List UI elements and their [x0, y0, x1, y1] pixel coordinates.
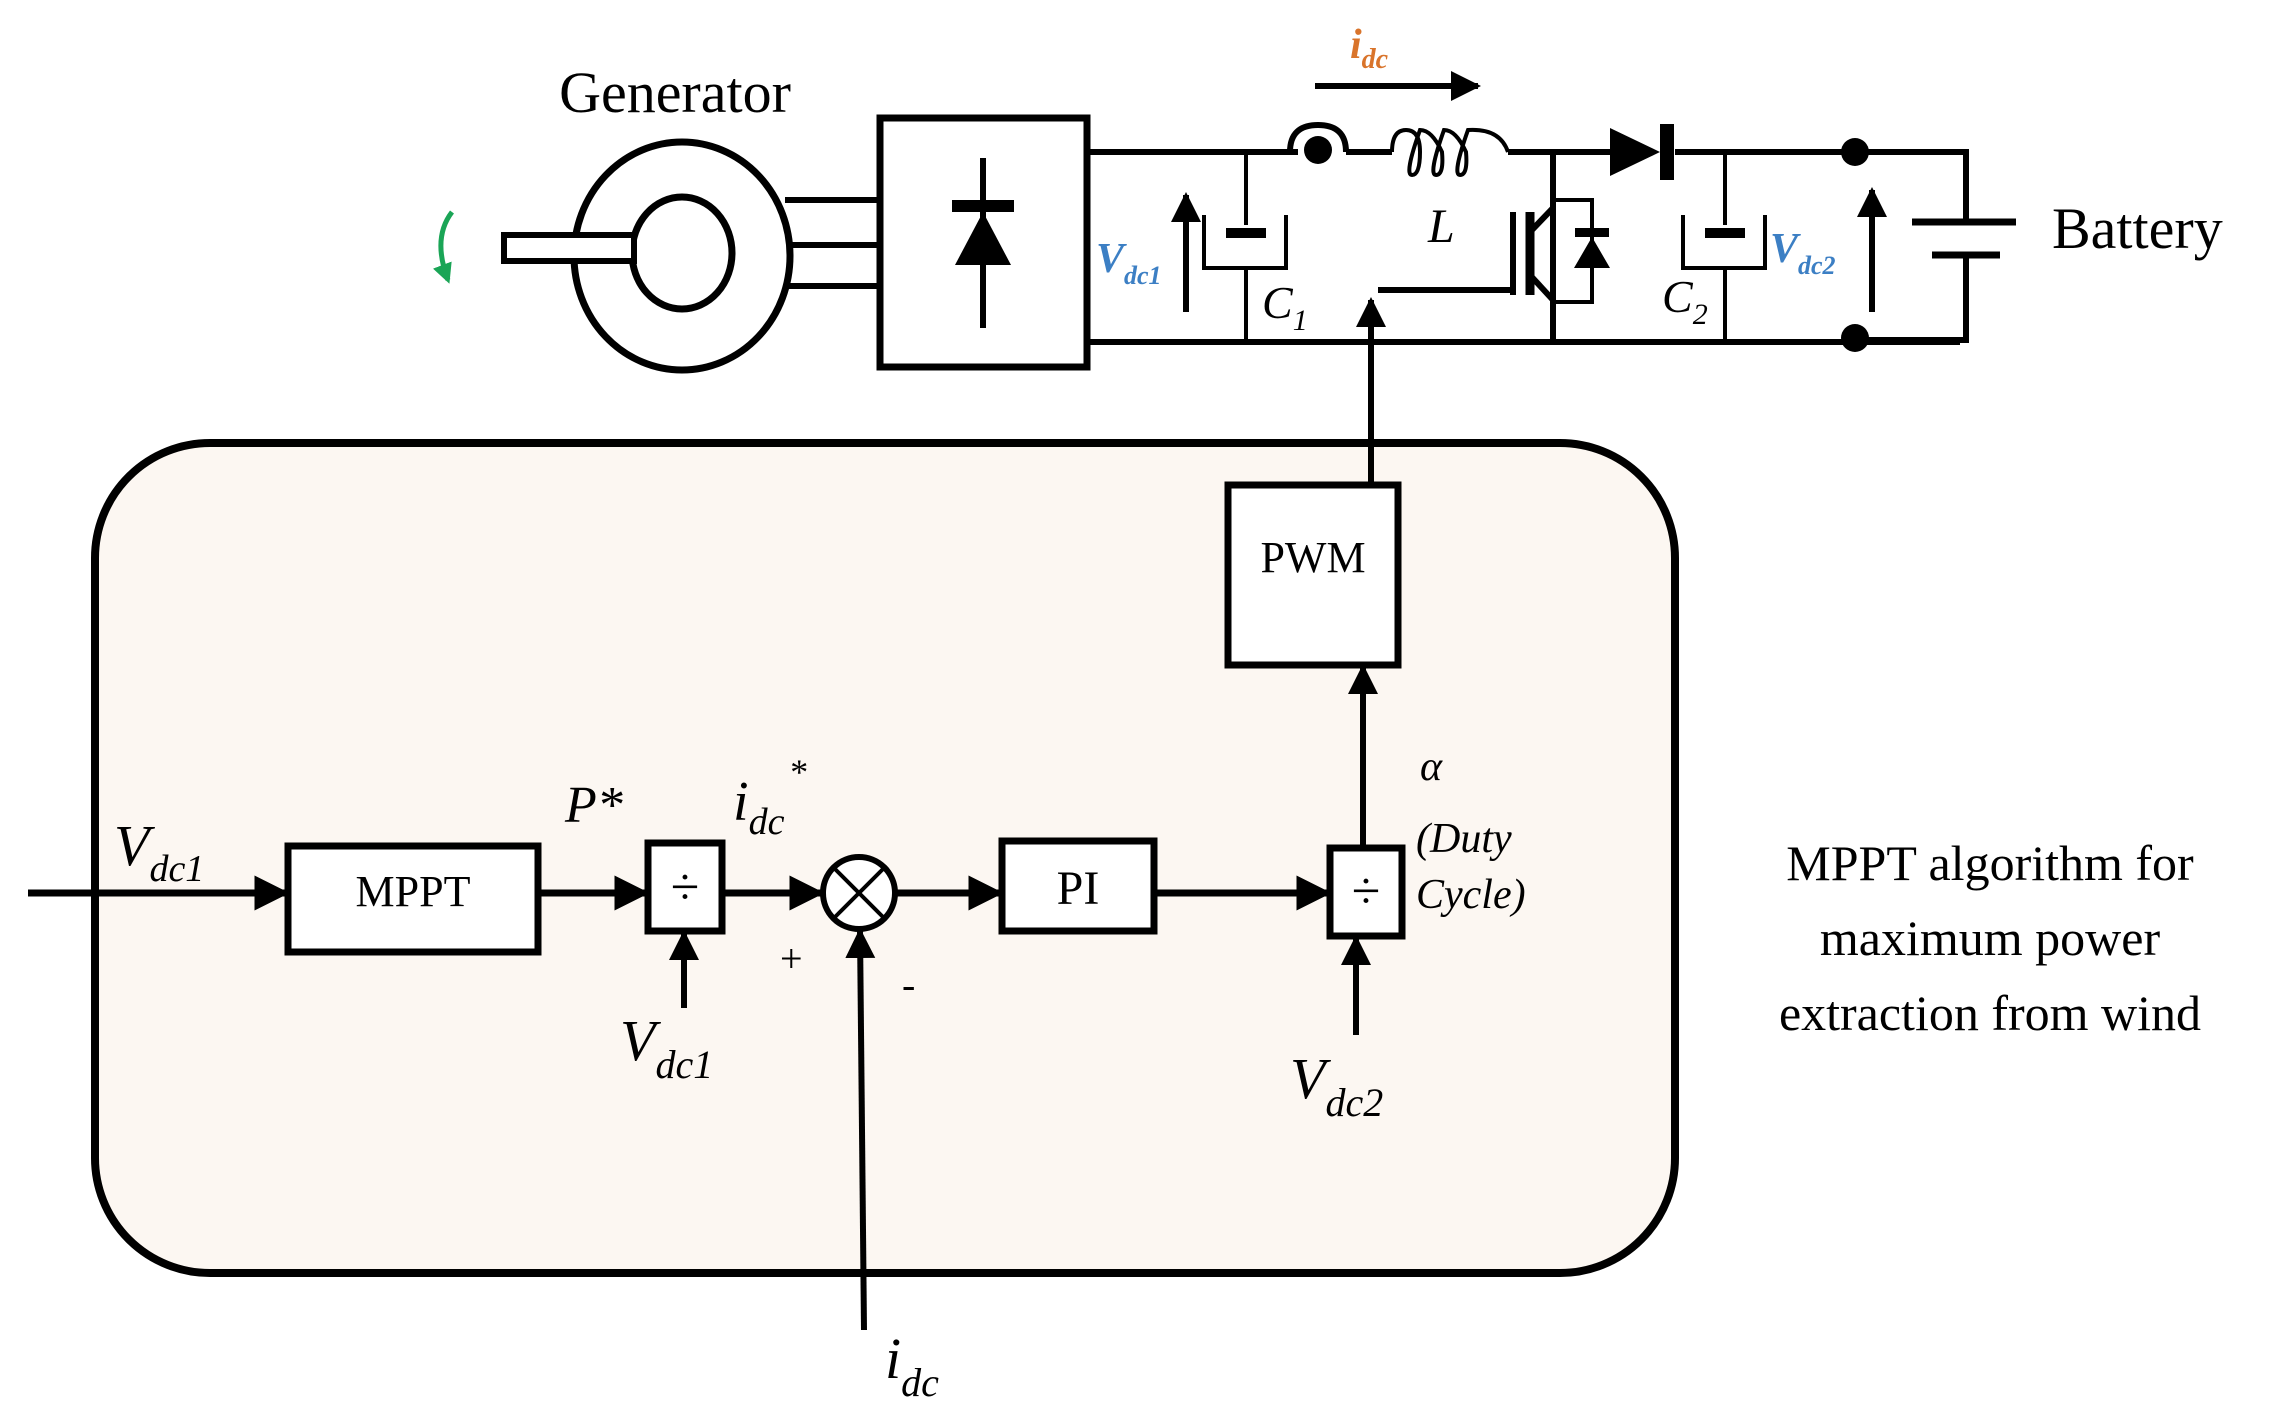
input-vdc1-label: Vdc1 [114, 813, 204, 890]
c2-label: C2 [1662, 271, 1708, 331]
duty-cycle-line1: (Duty [1416, 816, 1512, 862]
capacitor-c1: C1 [1202, 152, 1308, 342]
rectifier [876, 114, 1091, 371]
idc-ref-label: idc* [733, 752, 806, 843]
c1-label: C1 [1262, 277, 1308, 337]
feedback-idc-label: idc [885, 1326, 939, 1405]
divider-2-symbol: ÷ [1352, 863, 1381, 920]
pi-label: PI [1057, 862, 1100, 915]
minus-sign: - [902, 962, 915, 1007]
vdc2-label: Vdc2 [1770, 226, 1836, 280]
vdc1-label: Vdc1 [1096, 236, 1162, 290]
p-star-label: P* [564, 777, 623, 834]
idc-top-label: idc [1350, 22, 1389, 75]
current-sensor [1287, 121, 1392, 164]
vdc1-indicator: Vdc1 [1096, 192, 1201, 312]
mppt-block [284, 842, 542, 956]
divider2-vdc2-label: Vdc2 [1290, 1046, 1383, 1125]
plus-sign: + [780, 936, 803, 981]
signal-flow [28, 664, 1378, 1331]
caption-line-3: extraction from wind [1779, 985, 2201, 1041]
dc-bus [1087, 149, 1960, 345]
pwm-block [1224, 481, 1402, 669]
capacitor-c2: C2 [1662, 152, 1767, 342]
mppt-label: MPPT [356, 867, 471, 916]
summing-junction [820, 854, 898, 932]
caption: MPPT algorithm for maximum power extract… [1779, 835, 2201, 1041]
vdc2-indicator: Vdc2 [1770, 187, 1887, 312]
duty-cycle-line2: Cycle) [1416, 872, 1526, 918]
generator-shaft [501, 232, 637, 264]
rotation-arrow-icon [432, 210, 455, 284]
boost-diode [1610, 124, 1674, 180]
alpha-label: α [1420, 744, 1443, 790]
generator-label: Generator [559, 60, 791, 125]
inductor-label: L [1427, 200, 1455, 253]
divider-1-symbol: ÷ [671, 859, 700, 916]
generator: Generator [501, 60, 880, 374]
inductor-L: L [1390, 127, 1510, 253]
caption-line-1: MPPT algorithm for [1786, 835, 2194, 891]
battery: Battery [1855, 149, 2223, 343]
idc-current-indicator: idc [1315, 22, 1481, 101]
igbt-switch [1378, 152, 1610, 342]
battery-label: Battery [2052, 196, 2223, 261]
pwm-label: PWM [1260, 533, 1365, 582]
caption-line-2: maximum power [1820, 910, 2161, 966]
divider1-vdc1-label: Vdc1 [620, 1008, 713, 1087]
